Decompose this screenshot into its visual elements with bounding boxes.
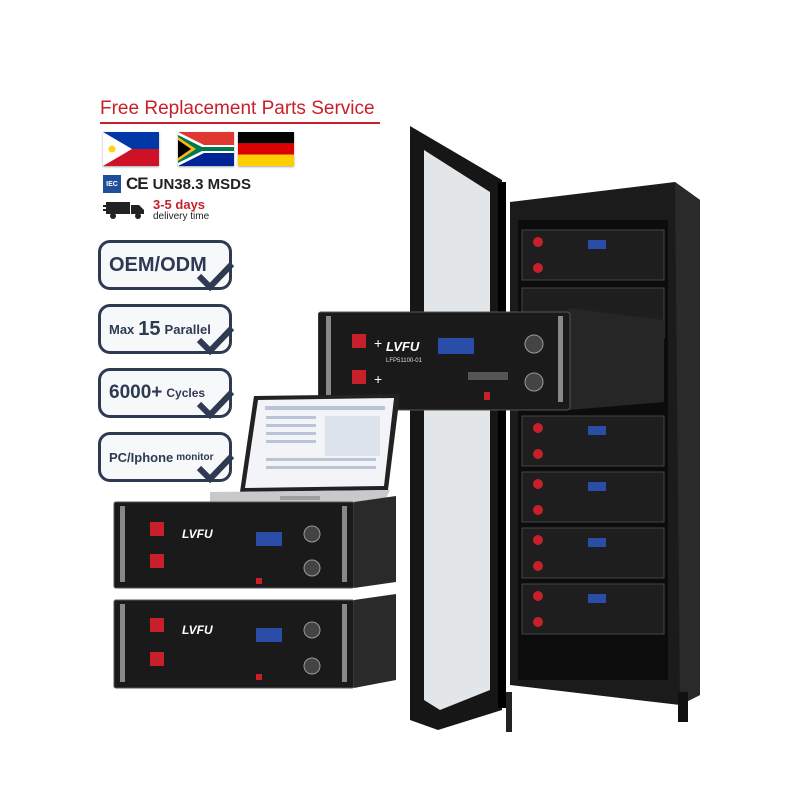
checkmark-icon [196, 261, 235, 291]
featured-battery-module: + + LVFU LFP51100-01 [318, 308, 664, 411]
certification-text: UN38.3 MSDS [152, 175, 251, 193]
brand-logo: LVFU [182, 527, 213, 541]
feature-suffix: monitor [176, 451, 214, 463]
truck-icon [103, 202, 144, 219]
feature-badge-oem: OEM/ODM [98, 240, 235, 291]
delivery-label: delivery time [153, 211, 210, 222]
battery-cabinet [410, 126, 700, 732]
feature-suffix: Parallel [164, 321, 211, 337]
certifications-row: IEC CE UN38.3 MSDS [103, 174, 251, 194]
service-title: Free Replacement Parts Service [100, 98, 375, 119]
brand-logo: LVFU [182, 623, 213, 637]
feature-number: 15 [138, 317, 161, 340]
feature-badge-parallel: Max 15 Parallel [98, 304, 235, 355]
title-underline [100, 122, 380, 124]
germany-flag-icon [238, 132, 294, 166]
feature-badge-monitor: PC/Iphone monitor [98, 432, 235, 483]
ce-mark-icon: CE [126, 174, 149, 193]
feature-prefix: 6000+ [109, 382, 163, 403]
feature-badge-cycles: 6000+ Cycles [98, 368, 235, 419]
stacked-battery-modules: LVFU LVFU [113, 496, 396, 689]
delivery-info: 3-5 days delivery time [103, 198, 209, 222]
cabinet-battery-modules [521, 229, 665, 635]
south-africa-flag-icon [178, 132, 234, 166]
delivery-days: 3-5 days [153, 197, 206, 212]
feature-prefix: PC/Iphone [109, 449, 174, 465]
svg-text:+: + [374, 371, 382, 387]
iec-logo-icon: IEC [103, 175, 121, 193]
checkmark-icon [196, 453, 235, 483]
feature-text: OEM/ODM [109, 253, 207, 276]
feature-suffix: Cycles [166, 386, 206, 400]
svg-text:+: + [374, 335, 382, 351]
model-label: LFP51100-01 [386, 358, 423, 364]
brand-logo: LVFU [386, 339, 420, 354]
feature-prefix: Max [109, 321, 135, 337]
checkmark-icon [196, 389, 235, 419]
checkmark-icon [196, 325, 235, 355]
philippines-flag-icon [103, 132, 159, 166]
